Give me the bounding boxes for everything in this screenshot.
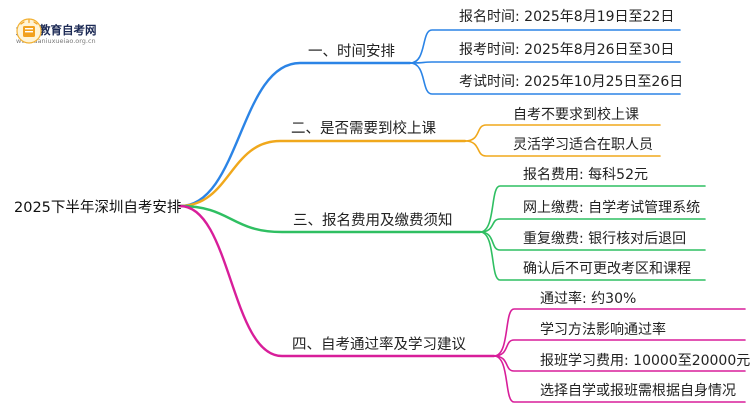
branch-time-schedule: 一、时间安排 (308, 44, 395, 60)
branch-pass-rate: 四、自考通过率及学习建议 (292, 337, 466, 353)
leaf-pass-rate: 通过率: 约30% (540, 291, 637, 307)
leaf-online-payment: 网上缴费: 自学考试管理系统 (523, 200, 701, 216)
leaf-1-1-connector (409, 29, 681, 64)
branch-1-connector (178, 61, 412, 208)
leaf-4-4-connector (493, 355, 746, 403)
leaf-4-1-connector (493, 308, 746, 357)
leaf-1-2-connector (409, 61, 681, 64)
branch-4-connector (178, 204, 496, 358)
leaf-no-attendance: 自考不要求到校上课 (513, 107, 639, 123)
leaf-application-time: 报考时间: 2025年8月26日至30日 (459, 42, 675, 58)
leaf-fee-amount: 报名费用: 每科52元 (523, 167, 648, 183)
logo-subtitle: www.daniuxueiao.org.cn (16, 36, 96, 45)
leaf-registration-time: 报名时间: 2025年8月19日至22日 (459, 9, 675, 25)
branch-fees: 三、报名费用及缴费须知 (293, 213, 453, 229)
branch-2-connector (178, 139, 467, 208)
leaf-no-change: 确认后不可更改考区和课程 (523, 261, 691, 277)
leaf-flexible-study: 灵活学习适合在职人员 (513, 137, 653, 153)
leaf-3-1-connector (479, 185, 706, 233)
leaf-choose-method: 选择自学或报班需根据自身情况 (540, 383, 736, 399)
leaf-exam-time: 考试时间: 2025年10月25日至26日 (459, 74, 684, 90)
leaf-2-2-connector (464, 140, 661, 157)
leaf-3-2-connector (479, 218, 706, 233)
leaf-2-1-connector (464, 124, 661, 142)
leaf-1-3-connector (409, 62, 681, 95)
leaf-duplicate-payment: 重复缴费: 银行核对后退回 (523, 231, 687, 247)
leaf-class-cost: 报班学习费用: 10000至20000元 (540, 353, 750, 369)
book-logo-icon (16, 18, 42, 44)
leaf-3-4-connector (479, 231, 706, 281)
leaf-study-method: 学习方法影响通过率 (540, 322, 666, 338)
root-node: 2025下半年深圳自考安排 (14, 200, 182, 216)
branch-attendance: 二、是否需要到校上课 (291, 121, 436, 137)
site-logo: 大牛教育自考网 www.daniuxueiao.org.cn (16, 18, 97, 50)
leaf-4-2-connector (493, 339, 746, 357)
branch-3-connector (178, 204, 482, 234)
